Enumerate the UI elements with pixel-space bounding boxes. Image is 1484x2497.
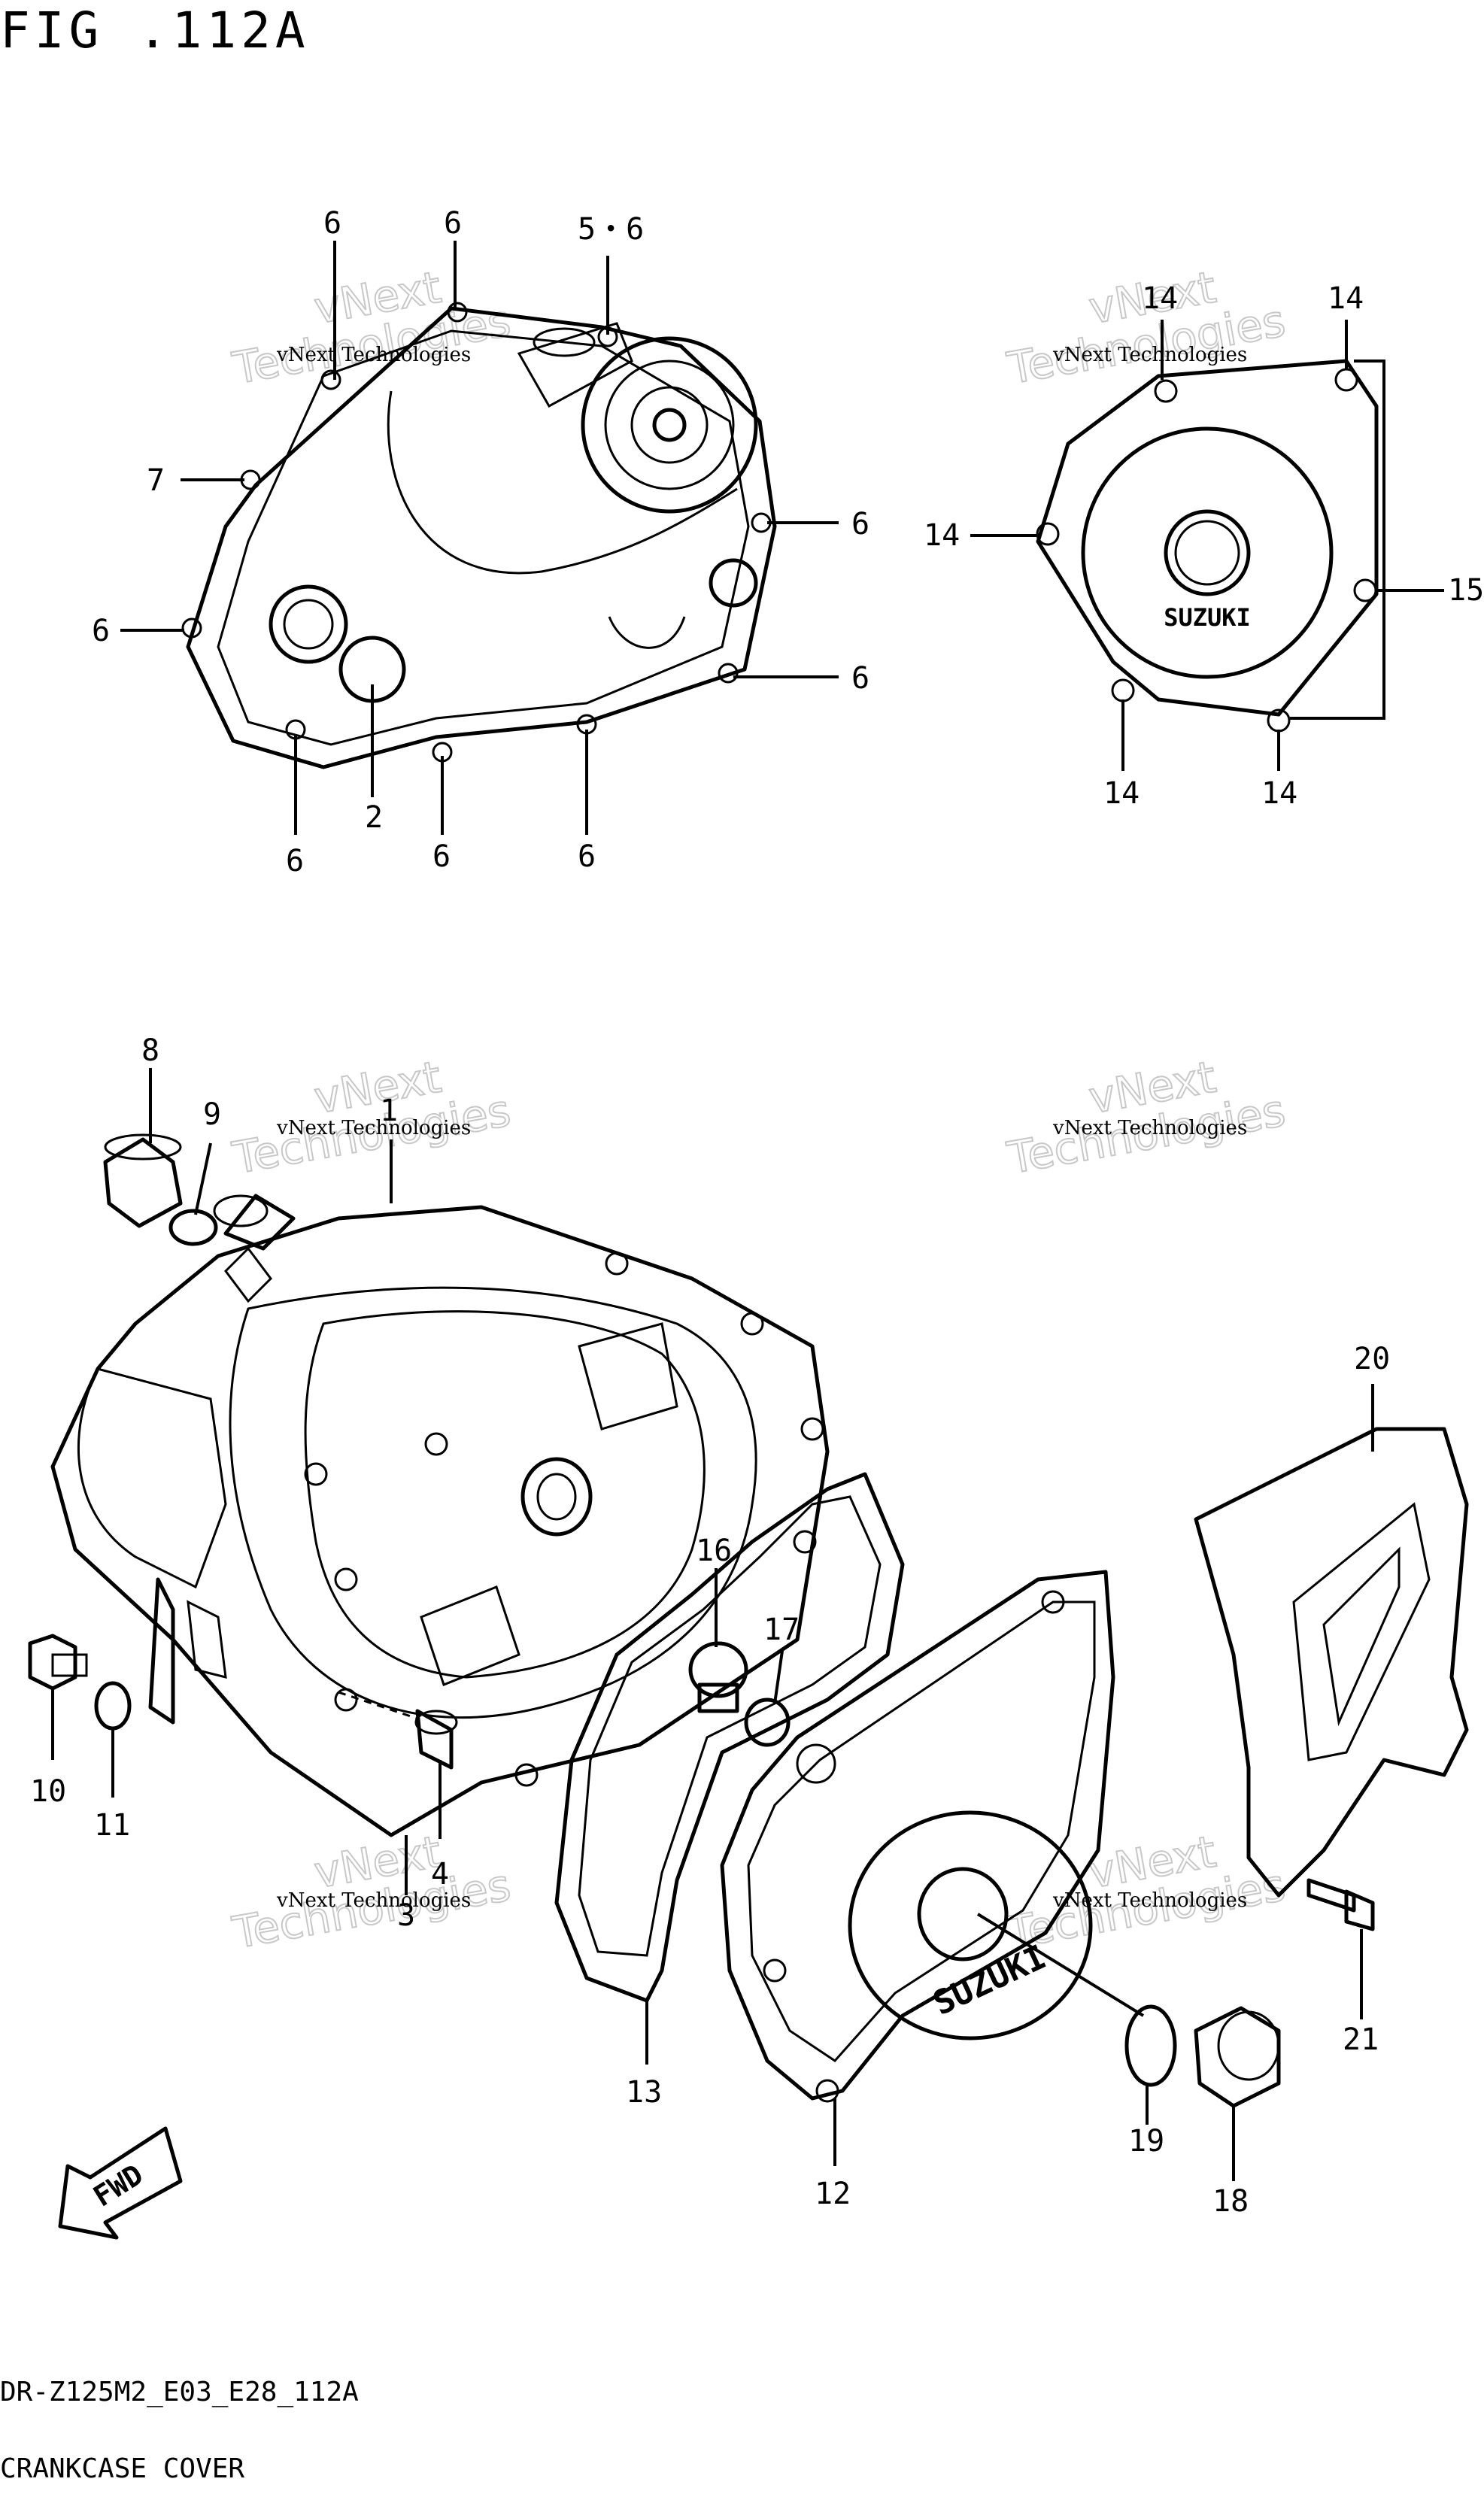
watermark-small-6: vNext Technologies [1052, 1889, 1247, 1912]
filler-neck [223, 1194, 296, 1251]
figure-caption: CRANKCASE COVER [0, 2453, 245, 2484]
callout-label: 8 [141, 1033, 159, 1068]
callout-label: 14 [1261, 776, 1297, 811]
clutch-cover-boss [517, 322, 633, 408]
cover-arc-detail [608, 616, 686, 649]
clutch-release-housing [581, 336, 758, 514]
watermark-small-1: vNext Technologies [276, 344, 471, 366]
clutch-cover-perspective [50, 1194, 830, 1837]
callout-label: 14 [1142, 281, 1178, 316]
o-ring-17 [744, 1698, 791, 1747]
forward-arrow-icon: FWD [58, 2126, 183, 2240]
callout-label: 6 [432, 839, 451, 874]
o-ring-9 [168, 1209, 218, 1246]
callout-label: 17 [763, 1613, 800, 1647]
callout-label: 20 [1354, 1342, 1390, 1376]
magneto-cover-plan-view: SUZUKI [1036, 359, 1379, 733]
callout-label: 6 [444, 206, 462, 241]
callout-label: 21 [1343, 2022, 1379, 2057]
callout-label: 7 [147, 463, 165, 498]
figure-title: FIG .112A [0, 2, 310, 59]
callout-label: 16 [696, 1534, 732, 1568]
callout-label: 14 [924, 518, 960, 553]
callout-labels: 6 6 5・6 7 6 6 6 2 6 6 6 14 14 14 15 14 1… [30, 206, 1484, 2219]
dowel-pin-4 [338, 1691, 458, 1770]
leader-lines-top-left [120, 241, 839, 835]
callout-label: 6 [323, 206, 341, 241]
clutch-cover-plan-view [181, 302, 777, 769]
gasket-13 [554, 1472, 905, 2003]
watermark-small-3: vNext Technologies [276, 1117, 471, 1139]
callout-label: 18 [1212, 2184, 1249, 2219]
callout-label: 14 [1103, 776, 1140, 811]
timing-cap-18 [1194, 2006, 1281, 2108]
callout-label: 11 [94, 1808, 130, 1843]
clutch-release-inner [630, 386, 709, 464]
callout-label: 6 [286, 844, 304, 878]
bolt-holes-plan [181, 302, 772, 763]
callout-label: 13 [626, 2075, 662, 2110]
callout-label: 5・6 [578, 212, 644, 247]
callout-label: 2 [365, 800, 383, 835]
magneto-cover-outline [1036, 359, 1379, 717]
sprocket-cover-20 [1194, 1427, 1469, 1898]
watermark-small-4: vNext Technologies [1052, 1117, 1247, 1139]
oil-filler-boss [269, 584, 348, 664]
magneto-cover-logo: SUZUKI [1164, 603, 1251, 632]
model-code: DR-Z125M2_E03_E28_112A [0, 2377, 359, 2407]
callout-label: 14 [1328, 281, 1364, 316]
leader-lines-top-right [970, 320, 1444, 771]
callout-label: 12 [815, 2177, 851, 2211]
washer-11 [94, 1681, 132, 1731]
magneto-cover-disc [1081, 426, 1334, 679]
magneto-cover-plug-outer [1164, 509, 1251, 596]
callout-label: 3 [397, 1898, 415, 1933]
callout-label: 15 [1448, 573, 1484, 608]
leader-lines-lower [51, 1068, 1374, 2181]
oil-filler-boss-inner [283, 599, 334, 650]
clutch-release-hub [652, 408, 687, 442]
callout-label: 6 [578, 839, 596, 874]
magneto-cover-plug-inner [1174, 520, 1240, 586]
drain-plug-10 [28, 1634, 88, 1691]
watermark-small-5: vNext Technologies [276, 1889, 471, 1912]
callout-label: 6 [851, 507, 869, 542]
callout-label: 10 [30, 1774, 66, 1809]
callout-label: 19 [1128, 2124, 1164, 2159]
clutch-cover-boss-top [533, 327, 596, 357]
callout-label: 6 [92, 614, 110, 648]
callout-label: 9 [203, 1097, 221, 1132]
clutch-release-ring [604, 360, 735, 490]
watermark-small-2: vNext Technologies [1052, 344, 1247, 366]
clutch-cover-rib [387, 390, 738, 575]
oil-filler-cap [103, 1133, 218, 1246]
plug-16 [688, 1641, 748, 1713]
callout-label: 1 [380, 1094, 398, 1128]
clutch-cover-inner-outline [217, 329, 750, 746]
side-boss [709, 558, 758, 608]
callout-label: 4 [431, 1857, 449, 1892]
bolt-21 [1306, 1878, 1375, 1931]
callout-label: 6 [851, 661, 869, 696]
o-ring-19 [1124, 2004, 1177, 2087]
cover-bolt-holes-perspective [304, 1252, 824, 1787]
crank-seal [520, 1457, 593, 1537]
drain-bracket [148, 1577, 175, 1725]
